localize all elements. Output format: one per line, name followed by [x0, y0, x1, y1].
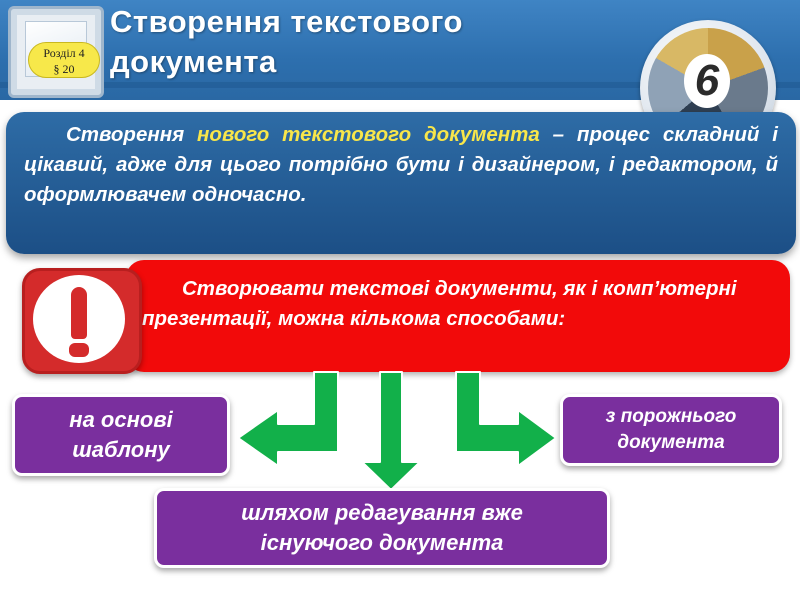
page-title: Створення текстового документа — [110, 2, 463, 82]
intro-text-start: Створення — [66, 123, 198, 146]
exclamation-icon-bar — [71, 287, 87, 339]
intro-highlight: нового текстового документа — [197, 123, 540, 146]
methods-text: Створювати текстові документи, як і комп… — [142, 277, 737, 330]
page-title-line1: Створення текстового — [110, 4, 463, 39]
intro-text: Створення нового текстового документа – … — [24, 120, 778, 210]
methods-box: Створювати текстові документи, як і комп… — [126, 260, 790, 372]
page-title-line2: документа — [110, 44, 277, 79]
exclamation-icon-dot — [69, 343, 89, 357]
option-empty-line2: документа — [617, 432, 725, 453]
option-template-line1: на основі — [69, 407, 173, 432]
section-badge: Розділ 4 § 20 — [28, 42, 100, 78]
intro-box: Створення нового текстового документа – … — [6, 112, 796, 254]
arrow-left — [237, 371, 339, 467]
option-template: на основі шаблону — [12, 394, 230, 476]
exclamation-icon — [22, 268, 142, 374]
section-label: Розділ 4 — [43, 46, 85, 60]
arrow-right — [455, 371, 557, 467]
paragraph-label: § 20 — [53, 62, 75, 76]
exclamation-icon-ring — [33, 275, 125, 363]
option-edit-line2: існуючого документа — [260, 530, 504, 555]
intro-text-end: – процес складний і цікавий, адже для ць… — [24, 123, 778, 206]
option-empty-document: з порожнього документа — [560, 394, 782, 466]
grade-number: 6 — [684, 54, 730, 108]
option-edit-line1: шляхом редагування вже — [241, 500, 523, 525]
option-template-line2: шаблону — [72, 437, 170, 462]
header-stripe — [0, 82, 800, 88]
arrow-down — [361, 371, 421, 491]
option-edit-existing: шляхом редагування вже існуючого докумен… — [154, 488, 610, 568]
option-empty-line1: з порожнього — [605, 406, 737, 427]
